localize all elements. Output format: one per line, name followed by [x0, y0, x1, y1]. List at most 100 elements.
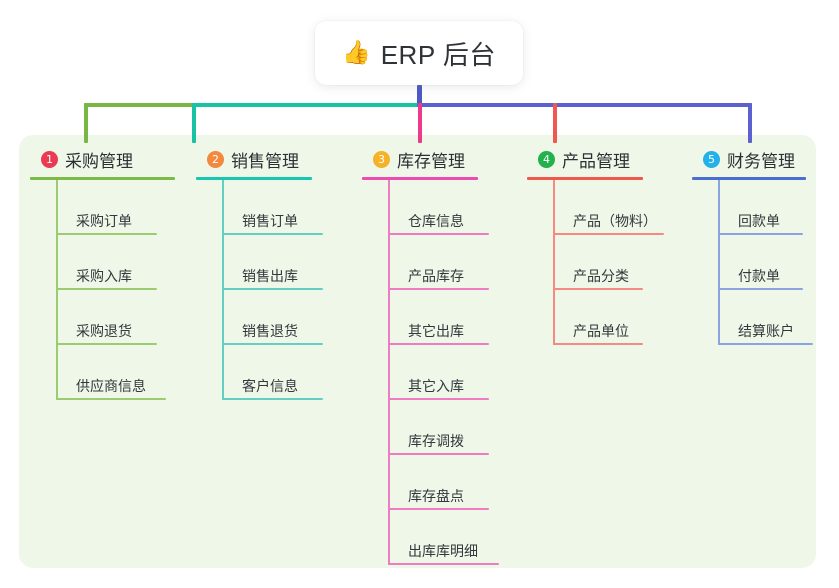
- branch-column-purchase: 1 采购管理 采购订单 采购入库 采购退货 供应商信息: [30, 146, 175, 400]
- list-item[interactable]: 销售订单: [196, 180, 323, 235]
- branch-spine-finance: [718, 180, 720, 345]
- item-label: 客户信息: [242, 377, 298, 394]
- item-rule: [388, 233, 489, 235]
- branch-badge-4: 4: [538, 150, 555, 168]
- branch-items-sales: 销售订单 销售出库 销售退货 客户信息: [196, 180, 323, 400]
- item-rule: [222, 233, 323, 235]
- item-rule: [56, 233, 157, 235]
- list-item[interactable]: 库存盘点: [362, 455, 489, 510]
- root-stem-connector: [417, 85, 422, 104]
- item-label: 销售退货: [242, 322, 298, 339]
- connector-drop-inventory: [418, 103, 422, 143]
- list-item[interactable]: 产品库存: [362, 235, 489, 290]
- item-rule: [388, 508, 489, 510]
- item-label: 其它入库: [408, 377, 464, 394]
- branch-rule-product: [527, 177, 643, 180]
- branch-badge-5: 5: [703, 150, 720, 168]
- branch-title-purchase: 采购管理: [65, 151, 133, 171]
- branch-header-product[interactable]: 4 产品管理: [527, 146, 643, 172]
- item-rule: [388, 398, 489, 400]
- list-item[interactable]: 销售出库: [196, 235, 323, 290]
- connector-drop-finance: [748, 103, 752, 143]
- branch-column-finance: 5 财务管理 回款单 付款单 结算账户: [692, 146, 813, 345]
- list-item[interactable]: 销售退货: [196, 290, 323, 345]
- branch-header-inventory[interactable]: 3 库存管理: [362, 146, 478, 172]
- branch-spine-sales: [222, 180, 224, 400]
- branch-header-finance[interactable]: 5 财务管理: [692, 146, 806, 172]
- branch-column-sales: 2 销售管理 销售订单 销售出库 销售退货 客户信息: [196, 146, 323, 400]
- list-item[interactable]: 其它出库: [362, 290, 489, 345]
- item-label: 库存盘点: [408, 487, 464, 504]
- branch-spine-inventory: [388, 180, 390, 565]
- branch-badge-1: 1: [41, 150, 58, 168]
- branch-title-product: 产品管理: [562, 151, 630, 171]
- branch-items-finance: 回款单 付款单 结算账户: [692, 180, 813, 345]
- branch-title-inventory: 库存管理: [397, 151, 465, 171]
- item-label: 付款单: [738, 267, 780, 284]
- list-item[interactable]: 仓库信息: [362, 180, 489, 235]
- item-label: 结算账户: [738, 322, 794, 339]
- list-item[interactable]: 采购入库: [30, 235, 175, 290]
- item-rule: [388, 288, 489, 290]
- item-rule: [222, 343, 323, 345]
- item-rule: [56, 343, 157, 345]
- thumbs-up-emoji: 👍: [342, 38, 371, 65]
- item-label: 采购退货: [76, 322, 132, 339]
- list-item[interactable]: 采购退货: [30, 290, 175, 345]
- list-item[interactable]: 供应商信息: [30, 345, 175, 400]
- list-item[interactable]: 产品（物料）: [527, 180, 664, 235]
- item-label: 其它出库: [408, 322, 464, 339]
- branch-items-purchase: 采购订单 采购入库 采购退货 供应商信息: [30, 180, 175, 400]
- list-item[interactable]: 产品单位: [527, 290, 643, 345]
- branch-rule-purchase: [30, 177, 175, 180]
- list-item[interactable]: 出库库明细: [362, 510, 499, 565]
- branch-rule-sales: [196, 177, 312, 180]
- root-node-card[interactable]: 👍 ERP 后台: [315, 21, 523, 85]
- list-item[interactable]: 付款单: [692, 235, 806, 290]
- item-rule: [553, 288, 643, 290]
- branch-spine-purchase: [56, 180, 58, 400]
- list-item[interactable]: 结算账户: [692, 290, 813, 345]
- item-rule: [56, 398, 166, 400]
- connector-bar-teal: [192, 103, 420, 107]
- list-item[interactable]: 其它入库: [362, 345, 489, 400]
- branch-rule-finance: [692, 177, 806, 180]
- branch-badge-3: 3: [373, 150, 390, 168]
- item-label: 产品库存: [408, 267, 464, 284]
- item-label: 回款单: [738, 212, 780, 229]
- list-item[interactable]: 回款单: [692, 180, 806, 235]
- branch-header-purchase[interactable]: 1 采购管理: [30, 146, 175, 172]
- list-item[interactable]: 采购订单: [30, 180, 175, 235]
- item-rule: [553, 233, 664, 235]
- branch-items-product: 产品（物料） 产品分类 产品单位: [527, 180, 664, 345]
- root-node-title: ERP 后台: [380, 39, 496, 70]
- item-label: 采购入库: [76, 267, 132, 284]
- connector-drop-sales: [192, 103, 196, 143]
- connector-drop-product: [553, 103, 557, 143]
- branch-items-inventory: 仓库信息 产品库存 其它出库 其它入库 库存调拨 库存盘点: [362, 180, 499, 565]
- item-rule: [222, 398, 323, 400]
- branch-spine-product: [553, 180, 555, 345]
- item-rule: [388, 343, 489, 345]
- item-label: 产品分类: [573, 267, 629, 284]
- item-rule: [56, 288, 157, 290]
- item-label: 产品单位: [573, 322, 629, 339]
- item-rule: [388, 563, 499, 565]
- item-rule: [388, 453, 489, 455]
- list-item[interactable]: 客户信息: [196, 345, 323, 400]
- connector-bar-blue: [417, 103, 752, 107]
- branch-header-sales[interactable]: 2 销售管理: [196, 146, 312, 172]
- branch-column-inventory: 3 库存管理 仓库信息 产品库存 其它出库 其它入库 库存调拨: [362, 146, 499, 565]
- list-item[interactable]: 产品分类: [527, 235, 643, 290]
- list-item[interactable]: 库存调拨: [362, 400, 489, 455]
- item-rule: [718, 233, 803, 235]
- item-rule: [718, 343, 813, 345]
- branch-title-finance: 财务管理: [727, 151, 795, 171]
- branch-badge-2: 2: [207, 150, 224, 168]
- item-label: 仓库信息: [408, 212, 464, 229]
- item-rule: [718, 288, 803, 290]
- content-panel: [19, 135, 816, 568]
- connector-drop-purchase: [84, 103, 88, 143]
- branch-rule-inventory: [362, 177, 478, 180]
